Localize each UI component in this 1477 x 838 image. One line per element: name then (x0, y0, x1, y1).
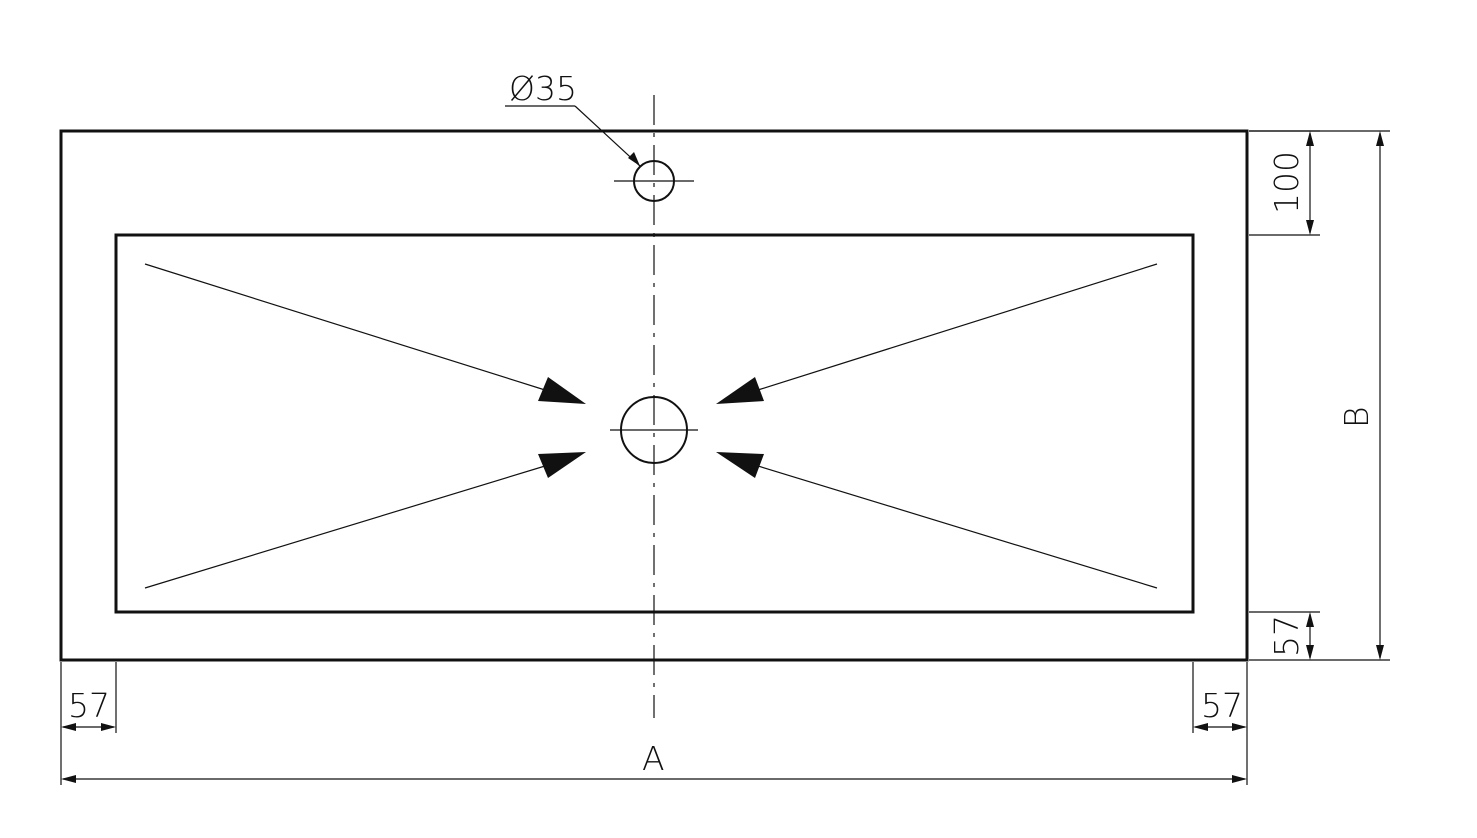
dim-right-edge (1192, 662, 1248, 785)
dim-bottom-edge (1249, 611, 1390, 661)
overall-length-label: A (642, 739, 665, 778)
overflow-hole-label: Ø35 (509, 69, 577, 108)
slope-arrow-top-left (144, 263, 586, 404)
overflow-hole-leader (505, 105, 641, 167)
dim-left-edge-label: 57 (68, 686, 110, 725)
dim-top-edge-label: 100 (1267, 151, 1306, 214)
dim-left-edge (60, 662, 117, 785)
dim-bottom-edge-label: 57 (1267, 615, 1306, 657)
slope-arrow-top-right (716, 263, 1158, 404)
dim-right-edge-label: 57 (1201, 686, 1243, 725)
slope-arrow-bottom-right (716, 452, 1158, 589)
dim-overall-length (61, 775, 1247, 783)
overall-width-label: B (1337, 406, 1376, 428)
slope-arrow-bottom-left (144, 452, 586, 589)
dim-overall-width (1249, 130, 1390, 660)
